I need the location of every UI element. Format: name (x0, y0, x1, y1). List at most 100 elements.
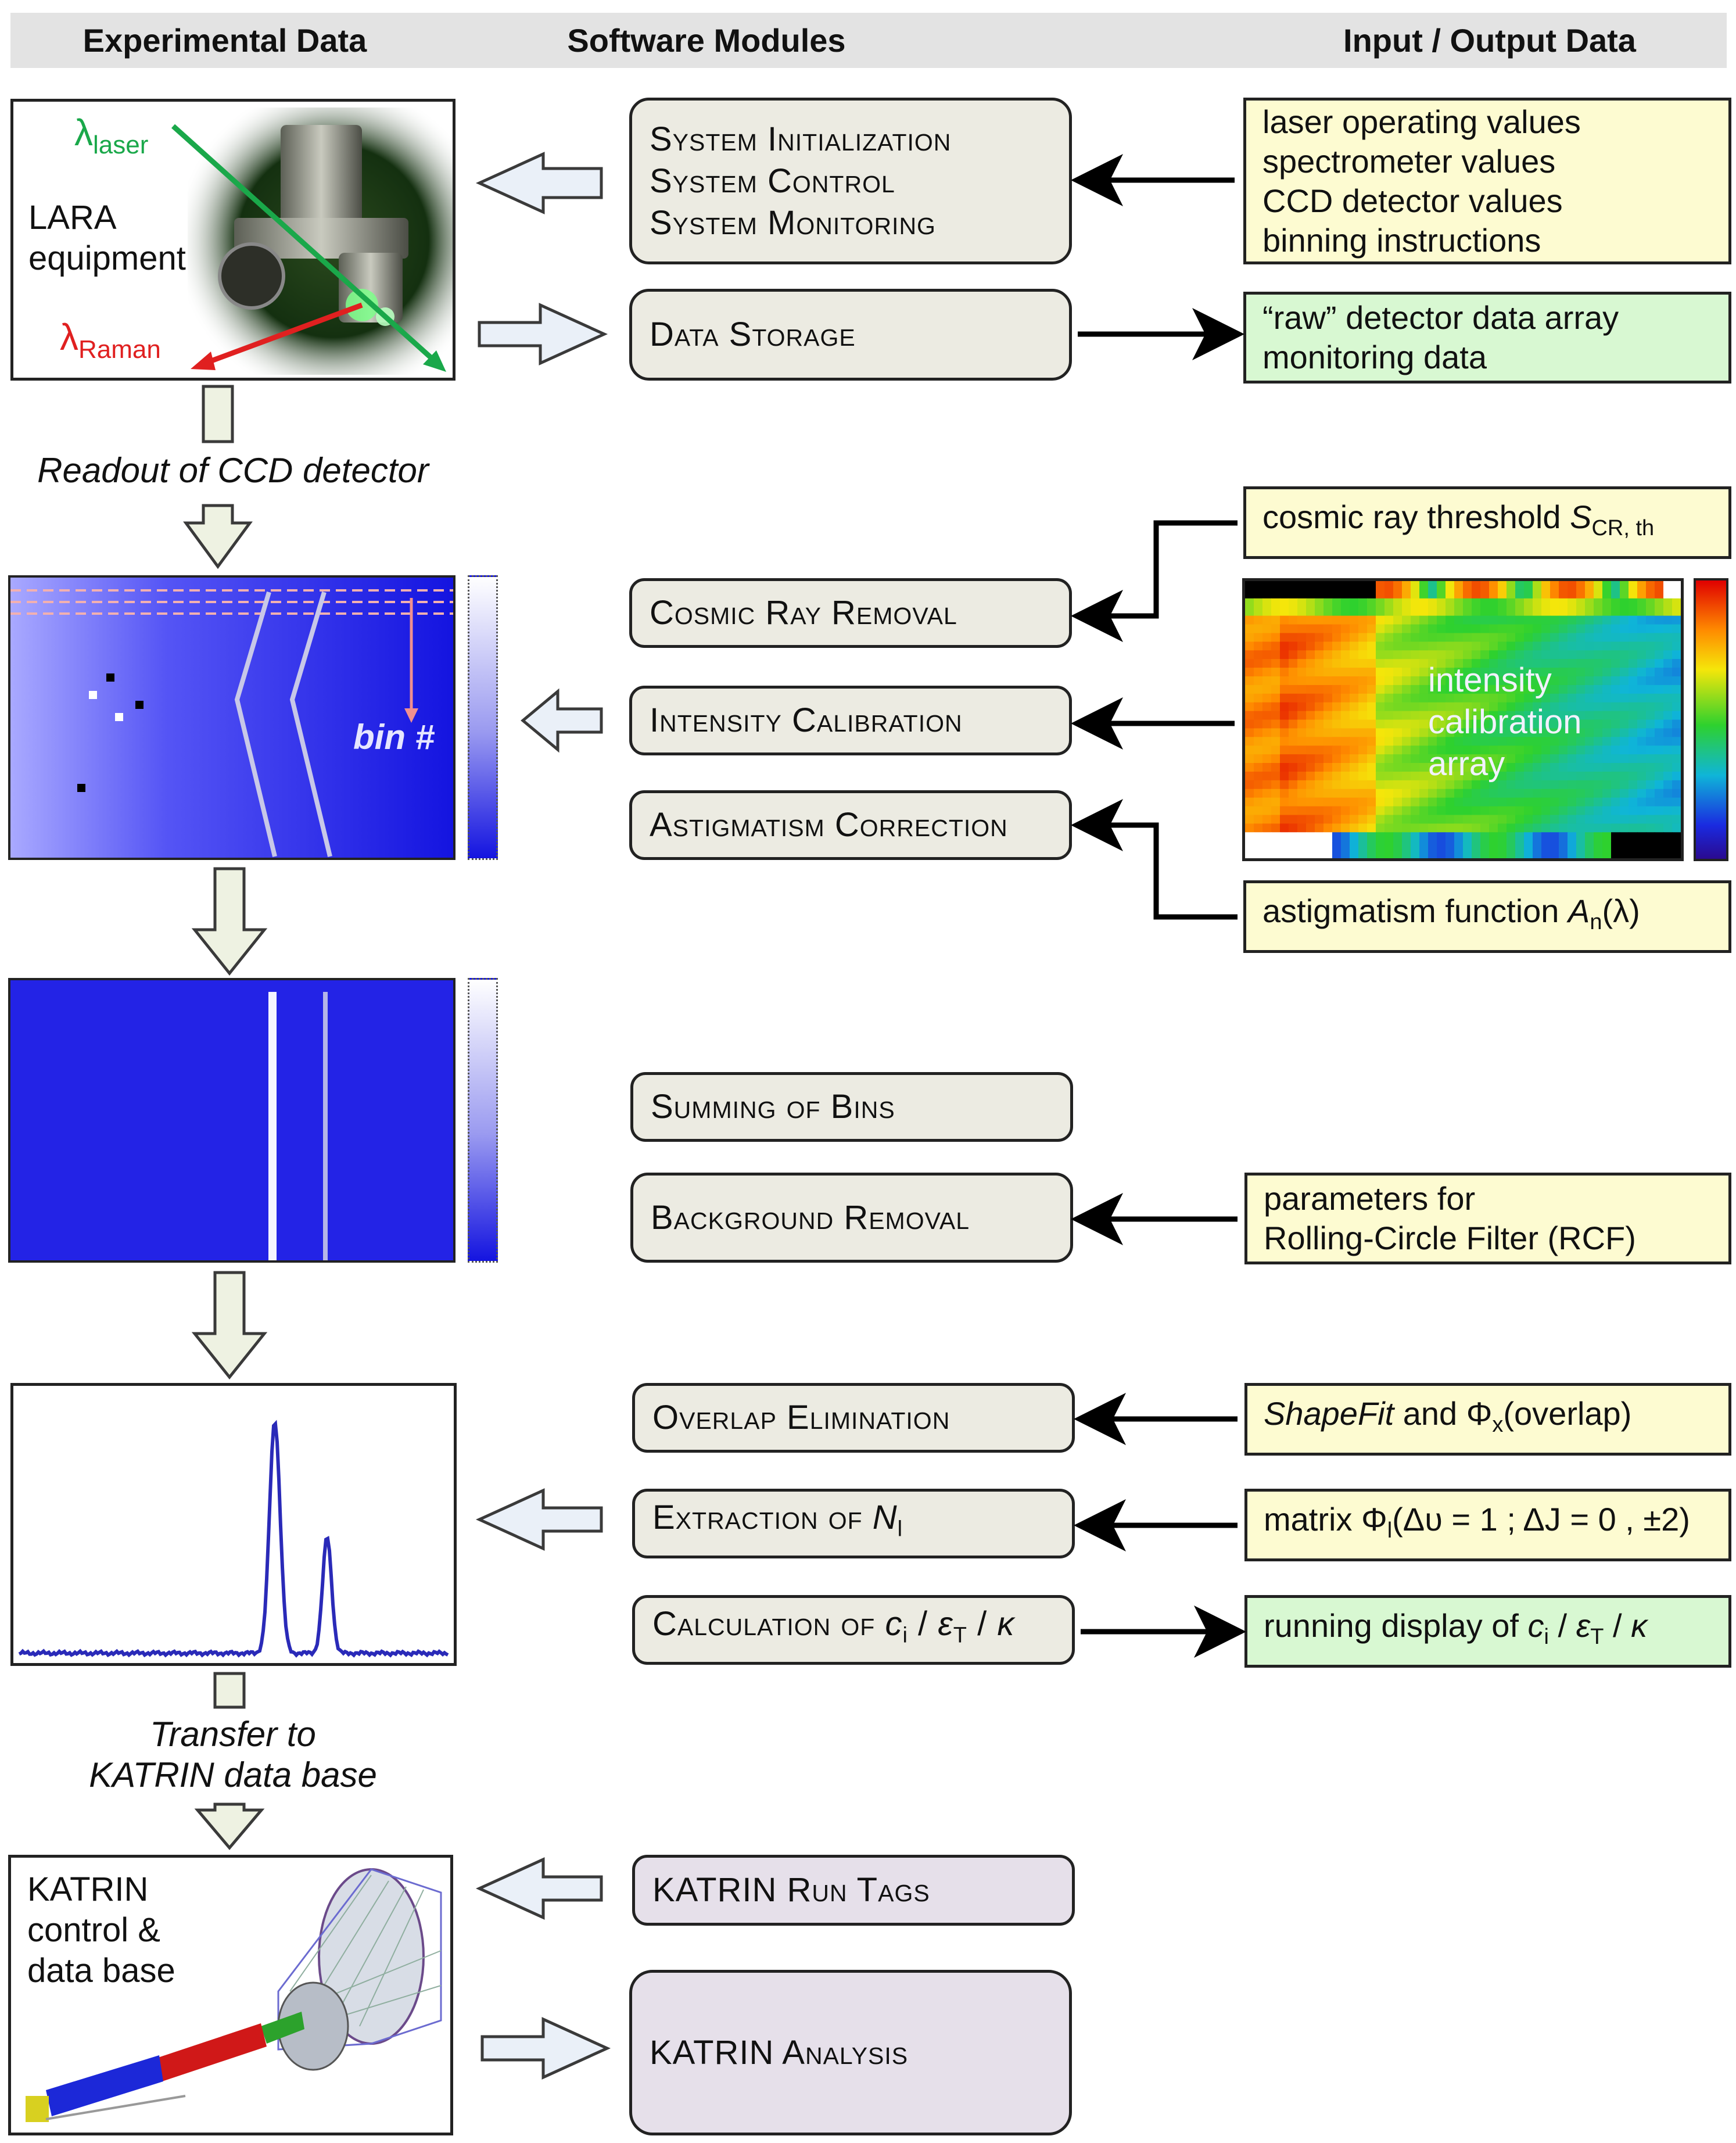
module-cosmic-ray-removal[interactable]: Cosmic Ray Removal (629, 578, 1072, 648)
heatmap-cell (1254, 737, 1263, 746)
heatmap-cell (1411, 581, 1420, 590)
heatmap-cell (1524, 642, 1533, 651)
heatmap-cell (1646, 719, 1655, 729)
heatmap-cell (1559, 659, 1568, 668)
module-system-init-control-monitor[interactable]: System Initialization System Control Sys… (629, 98, 1072, 264)
heatmap-cell (1411, 642, 1420, 651)
heatmap-cell (1315, 685, 1324, 694)
module-data-storage[interactable]: Data Storage (629, 289, 1072, 381)
heatmap-cell (1358, 832, 1368, 841)
heatmap-cell (1411, 823, 1420, 833)
heatmap-cell (1655, 615, 1664, 625)
heatmap-cell (1446, 728, 1455, 737)
astig-var: A (1568, 892, 1590, 929)
heatmap-cell (1323, 659, 1333, 668)
heatmap-cell (1489, 850, 1498, 858)
module-extraction-of-nl[interactable]: Extraction of Nl (632, 1489, 1075, 1558)
heatmap-cell (1376, 685, 1385, 694)
heatmap-cell (1602, 737, 1612, 746)
heatmap-cell (1262, 823, 1272, 833)
heatmap-cell (1550, 589, 1559, 599)
heatmap-cell (1594, 737, 1603, 746)
heatmap-cell (1323, 754, 1333, 764)
heatmap-cell (1376, 642, 1385, 651)
heatmap-cell (1254, 650, 1263, 660)
module-summing-of-bins[interactable]: Summing of Bins (630, 1072, 1073, 1142)
heatmap-cell (1585, 763, 1594, 772)
heatmap-cell (1411, 615, 1420, 625)
heatmap-cell (1620, 832, 1629, 841)
running-c-sub: i (1544, 1625, 1549, 1650)
heatmap-cell (1385, 815, 1394, 824)
heatmap-cell (1646, 789, 1655, 798)
heatmap-cell (1262, 841, 1272, 850)
module-intensity-calibration[interactable]: Intensity Calibration (629, 686, 1072, 755)
heatmap-cell (1646, 850, 1655, 858)
heatmap-cell (1629, 642, 1638, 651)
heatmap-cell (1280, 797, 1289, 807)
heatmap-cell (1454, 754, 1464, 764)
heatmap-cell (1585, 581, 1594, 590)
heatmap-cell (1411, 746, 1420, 755)
extraction-prefix: Extraction of (652, 1499, 873, 1537)
heatmap-cell (1594, 728, 1603, 737)
heatmap-cell (1428, 693, 1437, 703)
header-software-modules-text: Software Modules (567, 22, 846, 59)
heatmap-cell (1358, 763, 1368, 772)
heatmap-cell (1446, 850, 1455, 858)
heatmap-cell (1367, 806, 1376, 816)
heatmap-cell (1672, 624, 1681, 634)
heatmap-cell (1559, 624, 1568, 634)
heatmap-cell (1315, 693, 1324, 703)
heatmap-cell (1419, 598, 1429, 608)
module-astigmatism-correction[interactable]: Astigmatism Correction (629, 790, 1072, 860)
heatmap-cell (1524, 693, 1533, 703)
heatmap-cell (1550, 746, 1559, 755)
heatmap-cell (1620, 719, 1629, 729)
heatmap-cell (1576, 771, 1586, 781)
heatmap-cell (1306, 668, 1315, 677)
heatmap-cell (1323, 806, 1333, 816)
heatmap-cell (1402, 642, 1411, 651)
heatmap-cell (1454, 832, 1464, 841)
heatmap-cell (1245, 676, 1254, 686)
heatmap-cell (1585, 746, 1594, 755)
module-overlap-elimination[interactable]: Overlap Elimination (632, 1383, 1075, 1453)
heatmap-cell (1323, 650, 1333, 660)
heatmap-cell (1280, 615, 1289, 625)
heatmap-cell (1663, 763, 1673, 772)
heatmap-cell (1297, 850, 1307, 858)
module-katrin-analysis[interactable]: KATRIN Analysis (629, 1970, 1072, 2135)
heatmap-cell (1245, 789, 1254, 798)
heatmap-cell (1655, 737, 1664, 746)
heatmap-cell (1550, 668, 1559, 677)
heatmap-cell (1541, 754, 1551, 764)
heatmap-cell (1507, 832, 1516, 841)
heatmap-cell (1472, 719, 1481, 729)
heatmap-cell (1655, 806, 1664, 816)
heatmap-cell (1332, 711, 1342, 721)
module-katrin-run-tags[interactable]: KATRIN Run Tags (632, 1855, 1075, 1926)
heatmap-cell (1358, 754, 1368, 764)
heatmap-cell (1559, 806, 1568, 816)
heatmap-cell (1463, 815, 1472, 824)
module-background-removal[interactable]: Background Removal (630, 1173, 1073, 1263)
heatmap-cell (1480, 763, 1490, 772)
heatmap-cell (1385, 763, 1394, 772)
heatmap-cell (1637, 685, 1647, 694)
heatmap-cell (1385, 780, 1394, 790)
heatmap-cell (1463, 607, 1472, 617)
heatmap-cell (1254, 711, 1263, 721)
io-rcf-line2: Rolling-Circle Filter (RCF) (1264, 1220, 1636, 1256)
heatmap-cell (1489, 823, 1498, 833)
heatmap-cell (1629, 598, 1638, 608)
heatmap-cell (1419, 789, 1429, 798)
heatmap-cell (1297, 642, 1307, 651)
heatmap-cell (1672, 702, 1681, 712)
heatmap-cell (1611, 850, 1620, 858)
heatmap-cell (1437, 728, 1446, 737)
heatmap-cell (1332, 746, 1342, 755)
heatmap-cell (1637, 789, 1647, 798)
heatmap-cell (1289, 685, 1298, 694)
module-calculation[interactable]: Calculation of ci / εT / κ (632, 1595, 1075, 1665)
